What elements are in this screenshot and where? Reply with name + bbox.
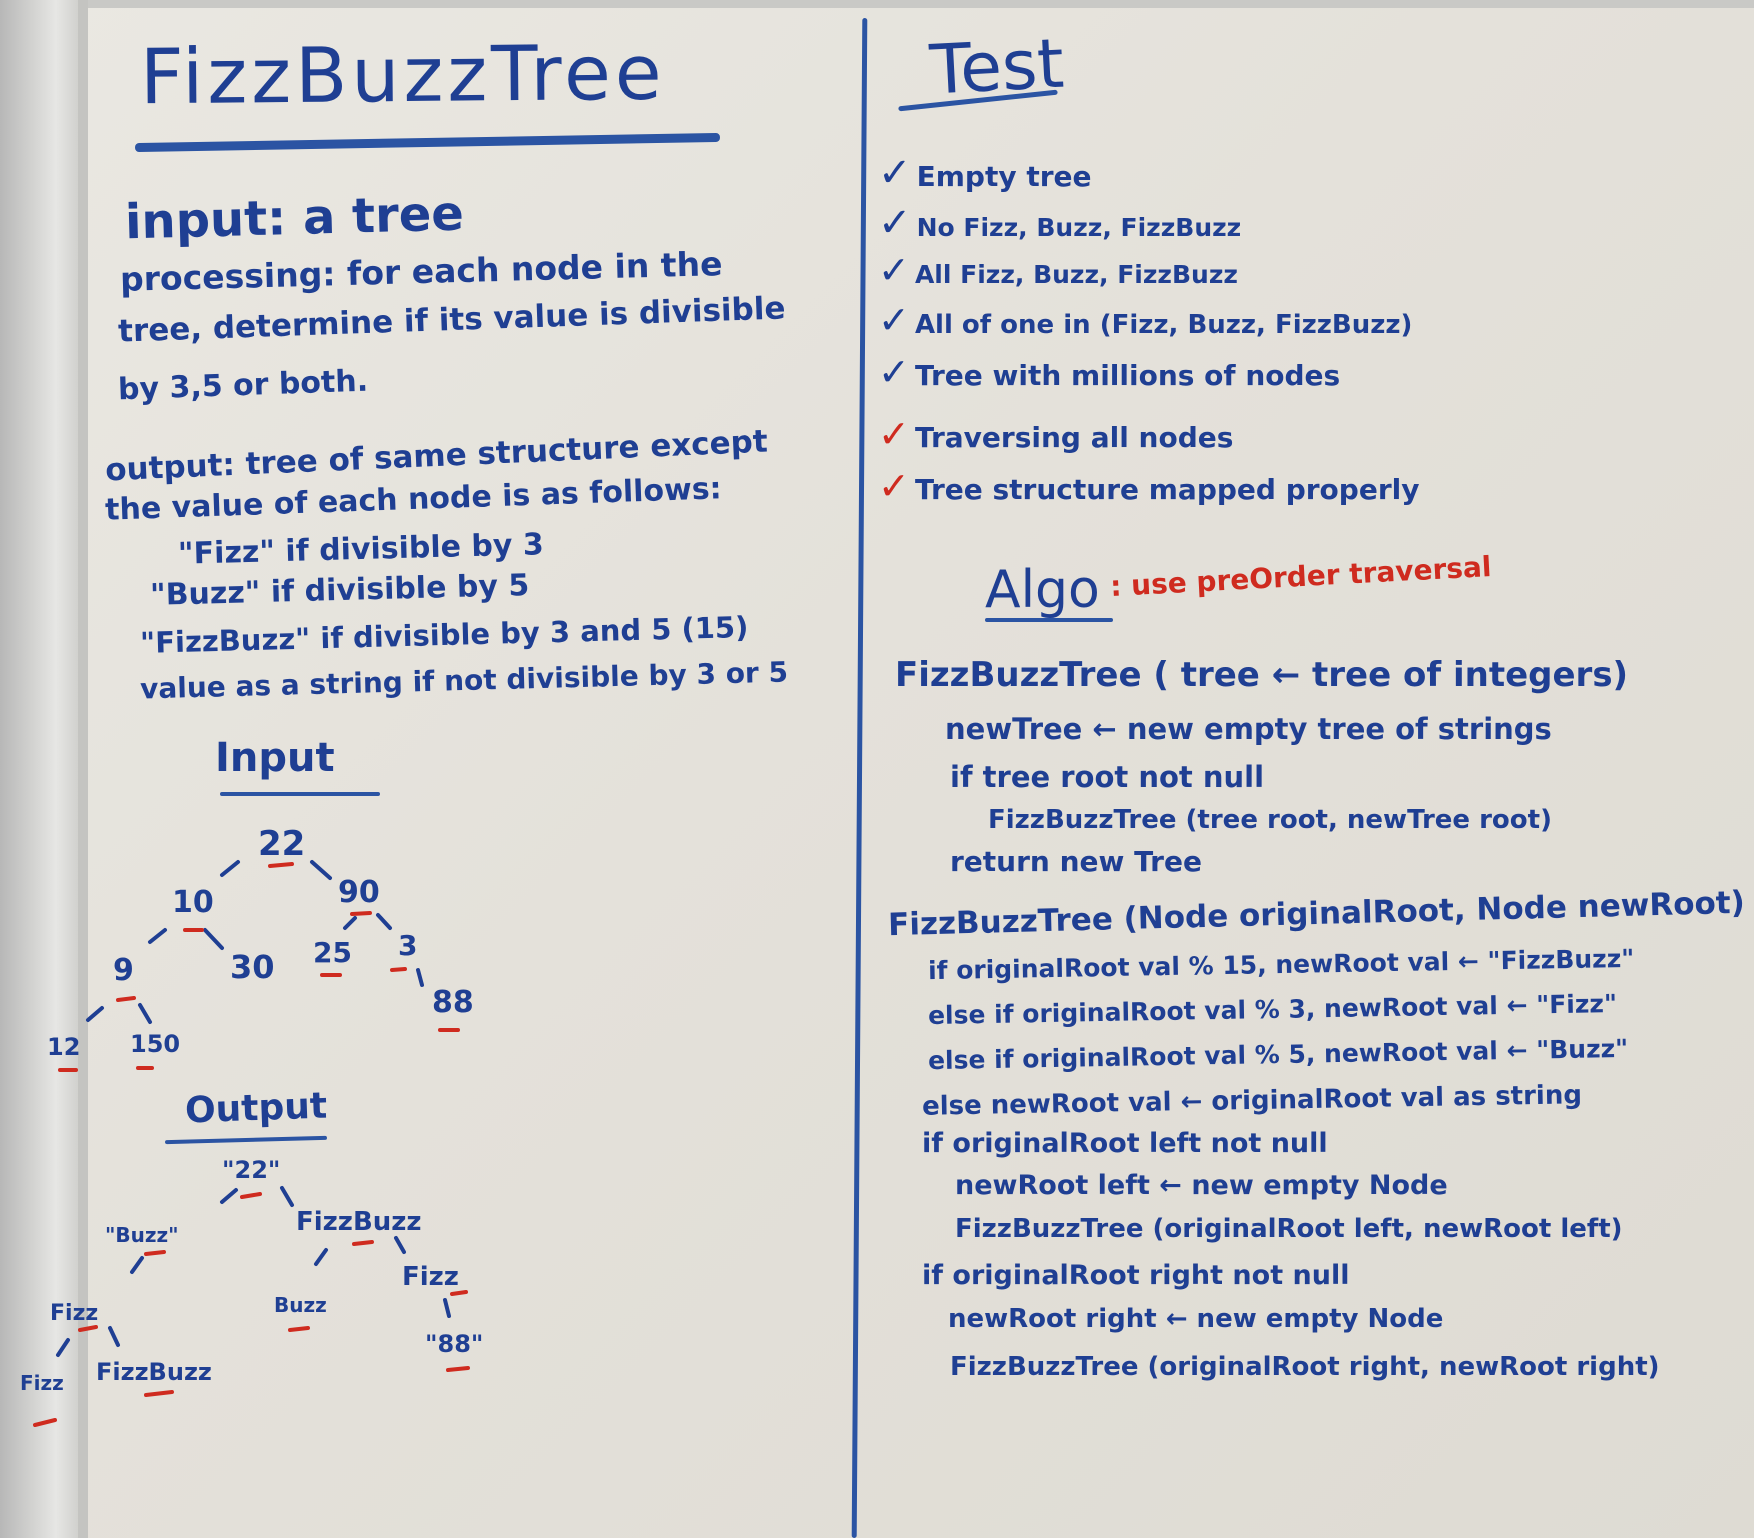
algo-line-12: newRoot left ← new empty Node xyxy=(955,1170,1448,1201)
output-node-22: "22" xyxy=(222,1156,280,1184)
output-node-88: "88" xyxy=(425,1330,483,1358)
output-node-fizz-right: Fizz xyxy=(402,1262,459,1292)
output-node-fizz-left: Fizz xyxy=(50,1301,98,1326)
test-item-3: ✓ All of one in (Fizz, Buzz, FizzBuzz) xyxy=(878,298,1412,342)
check-icon: ✓ xyxy=(878,464,910,508)
test-item-label: Tree structure mapped properly xyxy=(914,473,1420,506)
check-icon: ✓ xyxy=(878,350,910,394)
check-icon: ✓ xyxy=(878,200,912,246)
test-item-label: All of one in (Fizz, Buzz, FizzBuzz) xyxy=(914,310,1413,340)
output-node-fizzbuzz-leaf: FizzBuzz xyxy=(96,1358,212,1386)
output-node-fizz-leaf: Fizz xyxy=(20,1371,64,1395)
test-item-2: ✓ All Fizz, Buzz, FizzBuzz xyxy=(878,248,1238,292)
algo-line-11: if originalRoot left not null xyxy=(922,1128,1328,1159)
test-item-label: No Fizz, Buzz, FizzBuzz xyxy=(916,213,1242,242)
test-item-label: Traversing all nodes xyxy=(914,421,1234,454)
test-item-1: ✓ No Fizz, Buzz, FizzBuzz xyxy=(878,200,1241,246)
test-item-label: Tree with millions of nodes xyxy=(914,359,1341,392)
output-node-buzz: "Buzz" xyxy=(105,1223,179,1247)
whiteboard-frame-left xyxy=(0,0,80,1538)
test-item-label: All Fizz, Buzz, FizzBuzz xyxy=(914,260,1238,289)
input-node-22: 22 xyxy=(258,824,305,864)
check-icon: ✓ xyxy=(878,412,910,456)
algo-heading-underline xyxy=(985,618,1113,622)
check-icon: ✓ xyxy=(878,298,910,342)
input-node-9: 9 xyxy=(113,953,134,988)
whiteboard-frame-edge xyxy=(78,0,88,1538)
input-node-88: 88 xyxy=(432,985,474,1020)
algo-line-13: FizzBuzzTree (originalRoot left, newRoot… xyxy=(955,1214,1623,1244)
input-tree-heading: Input xyxy=(215,735,335,781)
algo-line-14: if originalRoot right not null xyxy=(922,1260,1350,1291)
algo-line-15: newRoot right ← new empty Node xyxy=(948,1304,1444,1334)
test-item-6: ✓ Tree structure mapped properly xyxy=(878,464,1419,508)
algo-line-1: FizzBuzzTree ( tree ← tree of integers) xyxy=(895,655,1629,695)
output-node-fizzbuzz-right: FizzBuzz xyxy=(296,1207,422,1237)
input-node-25: 25 xyxy=(313,936,352,969)
input-node-12: 12 xyxy=(47,1033,80,1061)
input-node-90: 90 xyxy=(338,875,380,910)
output-node-buzz-mid: Buzz xyxy=(274,1293,327,1317)
test-item-5: ✓ Traversing all nodes xyxy=(878,412,1233,456)
test-item-4: ✓ Tree with millions of nodes xyxy=(878,350,1340,394)
algo-heading: Algo xyxy=(985,560,1100,620)
algo-line-2: newTree ← new empty tree of strings xyxy=(945,712,1552,746)
test-item-label: Empty tree xyxy=(916,160,1092,193)
whiteboard-frame-top xyxy=(60,0,1754,8)
input-node-150: 150 xyxy=(130,1030,180,1058)
input-node-10: 10 xyxy=(172,885,214,920)
input-node-3: 3 xyxy=(398,929,417,962)
check-icon: ✓ xyxy=(878,150,912,196)
algo-line-5: return new Tree xyxy=(950,845,1202,878)
test-item-0: ✓ Empty tree xyxy=(878,150,1092,196)
input-node-30: 30 xyxy=(230,948,275,986)
algo-line-16: FizzBuzzTree (originalRoot right, newRoo… xyxy=(950,1352,1660,1382)
check-icon: ✓ xyxy=(878,248,910,292)
algo-line-4: FizzBuzzTree (tree root, newTree root) xyxy=(988,805,1552,835)
algo-line-3: if tree root not null xyxy=(950,760,1265,794)
input-heading-underline xyxy=(220,792,380,796)
